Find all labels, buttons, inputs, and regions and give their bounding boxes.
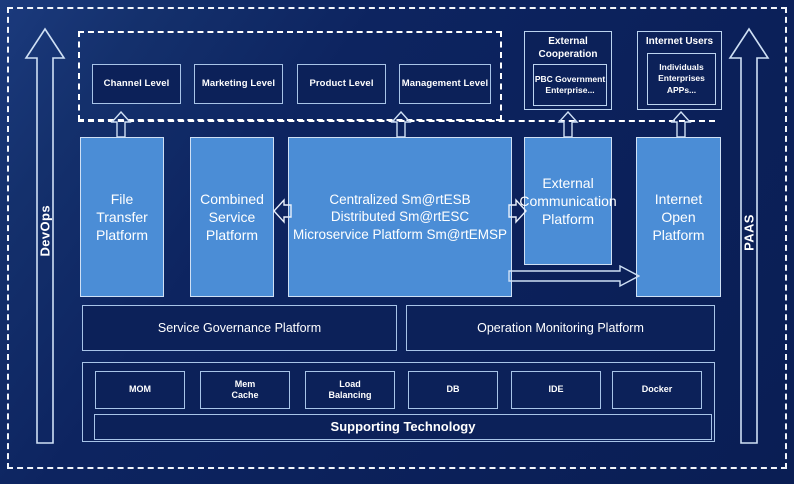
devops-arrow (24, 26, 66, 446)
level-box-product[interactable]: Product Level (297, 64, 386, 104)
governance-label: Operation Monitoring Platform (477, 320, 644, 335)
service-governance-platform[interactable]: Service Governance Platform (82, 305, 397, 351)
level-box-marketing[interactable]: Marketing Level (194, 64, 283, 104)
governance-label: Service Governance Platform (157, 320, 322, 335)
separator-dashed-line (78, 120, 715, 122)
platform-line-centralized: Centralized Sm@rtESB (329, 191, 471, 207)
supporting-technology-label: Supporting Technology (330, 418, 476, 434)
paas-label: PAAS (741, 214, 757, 251)
level-label: Channel Level (103, 77, 170, 89)
outer-dashed-frame (7, 7, 787, 469)
platform-centralized-esb[interactable]: Centralized Sm@rtESB Distributed Sm@rtES… (288, 137, 512, 297)
tech-label: DB (446, 384, 460, 395)
internet-users-title: Internet Users (645, 36, 714, 47)
tech-label: Docker (641, 384, 673, 395)
tech-box-ide[interactable]: IDE (511, 371, 601, 409)
tech-box-mom[interactable]: MOM (95, 371, 185, 409)
tech-box-db[interactable]: DB (408, 371, 498, 409)
level-box-management[interactable]: Management Level (399, 64, 491, 104)
tech-box-docker[interactable]: Docker (612, 371, 702, 409)
internet-users-box[interactable]: Internet Users Individuals Enterprises A… (637, 31, 722, 110)
connector-arrow-up-external-communication (557, 111, 579, 138)
internet-users-inner: Individuals Enterprises APPs... (647, 53, 716, 105)
operation-monitoring-platform[interactable]: Operation Monitoring Platform (406, 305, 715, 351)
platform-label: Centralized Sm@rtESB Distributed Sm@rtES… (293, 191, 507, 244)
external-cooperation-inner-label: PBC Government Enterprise... (534, 73, 606, 95)
platform-line-distributed: Distributed Sm@rtESC (330, 209, 470, 225)
external-cooperation-title: External Cooperation (538, 36, 598, 60)
tech-label: IDE (548, 384, 564, 395)
external-cooperation-box[interactable]: External Cooperation PBC Government Ente… (524, 31, 612, 110)
connector-arrow-up-file-transfer (110, 111, 132, 138)
level-label: Product Level (309, 77, 374, 89)
level-label: Management Level (401, 77, 489, 89)
paas-arrow (728, 26, 770, 446)
level-label: Marketing Level (201, 77, 276, 89)
tech-label: MOM (129, 384, 151, 395)
arrow-right-centralized-to-external (508, 197, 528, 225)
devops-label: DevOps (37, 204, 53, 257)
platform-line-microservice: Microservice Platform Sm@rtEMSP (293, 226, 507, 242)
arrow-left-combined-from-centralized (272, 197, 292, 225)
external-cooperation-inner: PBC Government Enterprise... (533, 64, 607, 106)
arrow-right-centralized-to-internet-open (508, 265, 640, 291)
level-box-channel[interactable]: Channel Level (92, 64, 181, 104)
internet-users-inner-label: Individuals Enterprises APPs... (658, 61, 705, 95)
supporting-technology-banner[interactable]: Supporting Technology (94, 414, 712, 440)
connector-arrow-up-centralized (390, 111, 412, 138)
connector-arrow-up-internet-open (670, 111, 692, 138)
